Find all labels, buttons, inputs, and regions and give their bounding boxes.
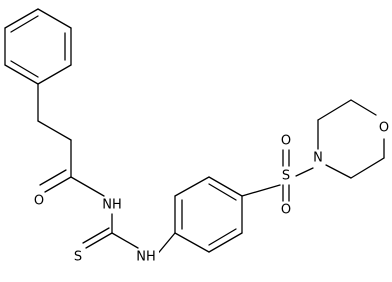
bond [4, 8, 39, 29]
bond [174, 232, 210, 253]
thione-sulfur: S [72, 249, 84, 265]
bond [317, 99, 352, 121]
sulfonyl-oxygen-top: O [280, 133, 292, 149]
sulfonyl-sulfur: S [280, 168, 292, 184]
bond [350, 157, 385, 179]
atom-label: O [34, 194, 44, 209]
atom-label: O [281, 203, 291, 218]
bond [39, 169, 67, 186]
bond [208, 228, 237, 246]
atom-label: O [281, 134, 291, 149]
bond [241, 184, 281, 197]
bond [174, 176, 210, 197]
bond [295, 167, 314, 177]
bonds [4, 8, 385, 258]
bond [4, 64, 39, 85]
bond [37, 64, 72, 85]
atom-label: NH [136, 250, 156, 265]
sulfonyl-oxygen-bottom: O [280, 202, 292, 218]
atom-label: O [379, 121, 389, 136]
morpholine-nitrogen: N [312, 150, 324, 166]
thiourea-nitrogen: NH [133, 249, 159, 265]
atom-label: NH [102, 198, 122, 213]
bond [37, 8, 72, 29]
bond [208, 232, 243, 253]
bond [37, 120, 72, 141]
carbonyl-oxygen: O [33, 193, 45, 209]
morpholine-oxygen: O [378, 120, 390, 136]
bond [10, 15, 39, 33]
bond [10, 60, 39, 78]
bond [208, 183, 237, 201]
atom-label: S [74, 250, 82, 265]
bond [82, 227, 110, 244]
bond [325, 164, 352, 179]
bond [111, 232, 139, 249]
bond [208, 176, 243, 197]
atom-label: S [282, 169, 290, 184]
atom-label: N [313, 151, 323, 166]
bond [44, 176, 72, 193]
amide-nitrogen: NH [99, 197, 125, 213]
atom-labels: O NH S NH S O O N [33, 120, 390, 265]
bond [85, 232, 113, 249]
bond [350, 99, 377, 116]
bond [70, 176, 105, 197]
